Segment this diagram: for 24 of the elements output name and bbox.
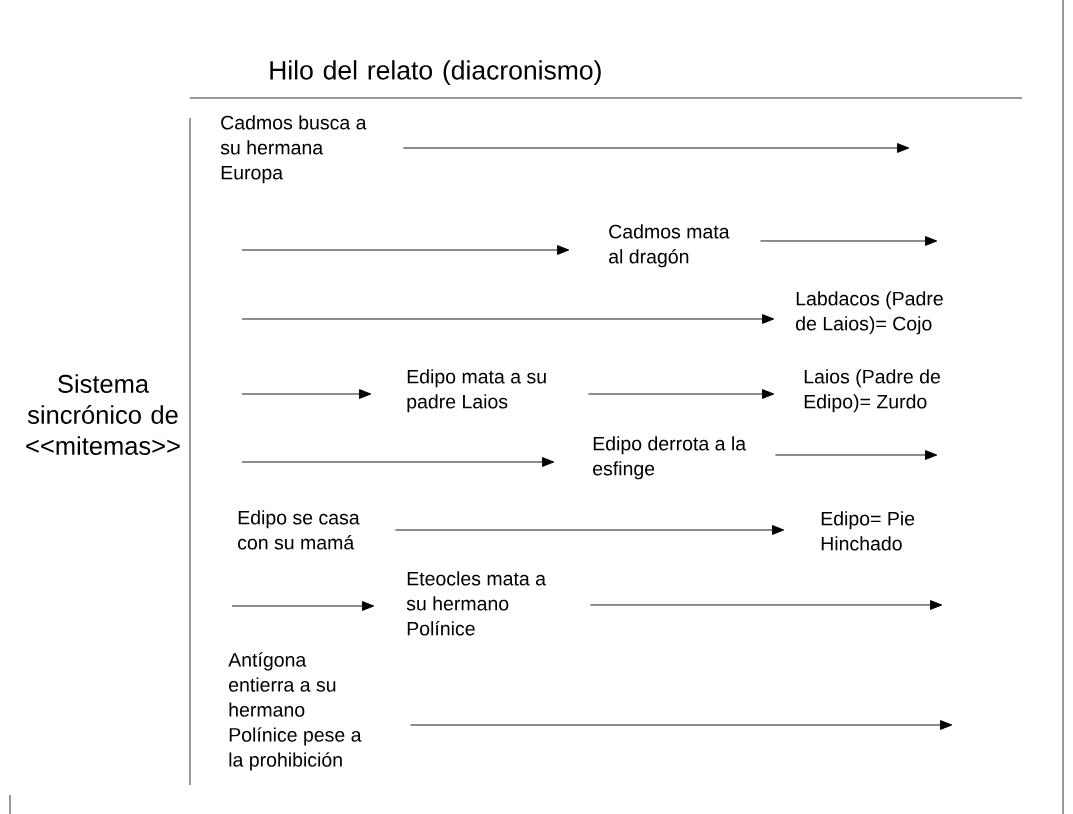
arrow	[241, 314, 775, 324]
heading: Hilo del relato (diacronismo)	[270, 60, 601, 85]
arrow	[759, 236, 938, 246]
event-text: Labdacos (Padre de Laios)= Cojo	[796, 291, 943, 335]
arrow	[241, 245, 570, 255]
arrow	[409, 720, 953, 730]
event-text: Cadmos busca a su hermana Europa	[220, 115, 367, 184]
event-text: Edipo derrota a la esfinge	[593, 436, 747, 480]
event-text: Antígona entierra a su hermano Polínice pese a la prohibición	[228, 652, 362, 771]
arrow	[241, 457, 555, 467]
event-text: Cadmos mata al dragón	[609, 224, 730, 268]
arrow	[394, 525, 785, 535]
event-text: Laios (Padre de Edipo)= Zurdo	[804, 369, 940, 413]
axis-label: Sistema sincrónico de <<mitemas>>	[26, 374, 180, 455]
event-text: Edipo se casa con su mamá	[238, 510, 360, 550]
arrow	[231, 601, 375, 611]
arrow	[589, 600, 943, 610]
event-text: Edipo mata a su padre Laios	[407, 369, 546, 413]
event-text: Edipo= Pie Hinchado	[821, 511, 915, 551]
event-text: Eteocles mata a su hermano Polínice	[406, 571, 546, 636]
arrow	[587, 389, 775, 399]
arrow	[774, 450, 938, 460]
arrow	[402, 143, 910, 153]
arrow	[241, 389, 372, 399]
